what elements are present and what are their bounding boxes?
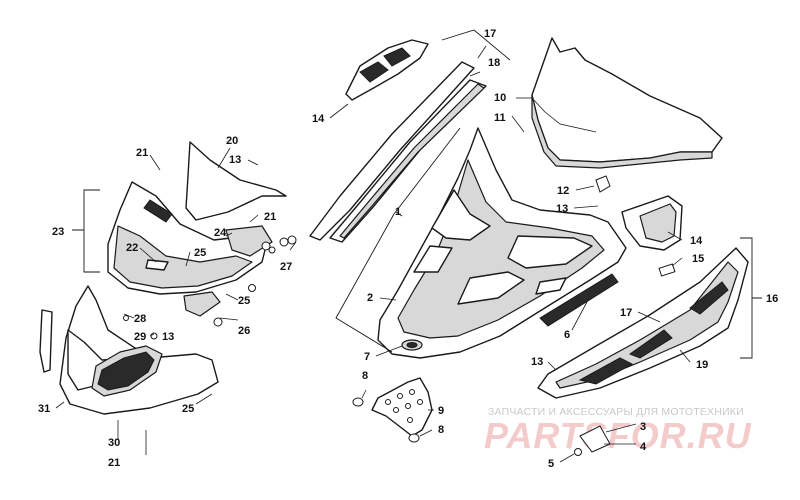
callout-8a: 8 [362, 370, 368, 382]
callout-21b: 21 [264, 211, 276, 223]
watermark-tagline: ЗАПЧАСТИ И АКСЕССУАРЫ ДЛЯ МОТОТЕХНИКИ [488, 406, 744, 418]
callout-31: 31 [38, 403, 50, 415]
callout-21a: 21 [136, 147, 148, 159]
callout-15: 15 [692, 253, 704, 265]
group-brackets [72, 29, 762, 359]
callout-1: 1 [395, 206, 401, 218]
callout-16: 16 [766, 293, 778, 305]
callout-25a: 25 [194, 247, 206, 259]
hood-part [377, 127, 627, 359]
top-rail-part [309, 61, 487, 243]
callout-20: 20 [226, 135, 238, 147]
callout-labels: 1 2 3 4 5 6 7 8 8 9 10 11 12 13 13 13 13… [38, 28, 778, 470]
callout-13a: 13 [556, 203, 568, 215]
callout-11: 11 [494, 112, 506, 124]
upper-fairing-part [107, 141, 297, 295]
callout-24: 24 [214, 227, 227, 239]
top-trim-part [345, 39, 429, 101]
side-panel-part [537, 247, 749, 399]
callout-6: 6 [564, 329, 570, 341]
watermark-brand: PARTSFOR.RU [484, 415, 752, 456]
callout-23: 23 [52, 226, 64, 238]
callout-18: 18 [488, 57, 500, 69]
callout-10: 10 [494, 92, 506, 104]
callout-27: 27 [280, 261, 292, 273]
callout-12: 12 [557, 185, 569, 197]
callout-4: 4 [640, 441, 647, 453]
callout-8b: 8 [438, 424, 444, 436]
callout-9: 9 [438, 405, 444, 417]
callout-3: 3 [640, 421, 646, 433]
callout-5: 5 [548, 458, 554, 470]
vent-panel-part [621, 195, 683, 251]
callout-14b: 14 [690, 235, 703, 247]
callout-28: 28 [134, 313, 146, 325]
callout-29: 29 [134, 331, 146, 343]
callout-17a: 17 [484, 28, 496, 40]
callout-2: 2 [367, 292, 373, 304]
callout-25b: 25 [238, 295, 250, 307]
lower-fairing-part [39, 284, 256, 415]
callout-25c: 25 [182, 403, 194, 415]
callout-30: 30 [108, 437, 120, 449]
callout-17b: 17 [620, 307, 632, 319]
callout-14a: 14 [312, 113, 325, 125]
lower-bracket-part [352, 377, 433, 443]
windshield-part [531, 37, 723, 169]
clip-parts [574, 175, 676, 456]
callout-26: 26 [238, 325, 250, 337]
leader-lines [55, 45, 691, 463]
callout-7: 7 [364, 351, 370, 363]
callout-13b: 13 [229, 154, 241, 166]
callout-13c: 13 [162, 331, 174, 343]
callout-21c: 21 [108, 457, 120, 469]
callout-19: 19 [696, 359, 708, 371]
callout-13d: 13 [531, 356, 543, 368]
callout-22: 22 [126, 242, 138, 254]
